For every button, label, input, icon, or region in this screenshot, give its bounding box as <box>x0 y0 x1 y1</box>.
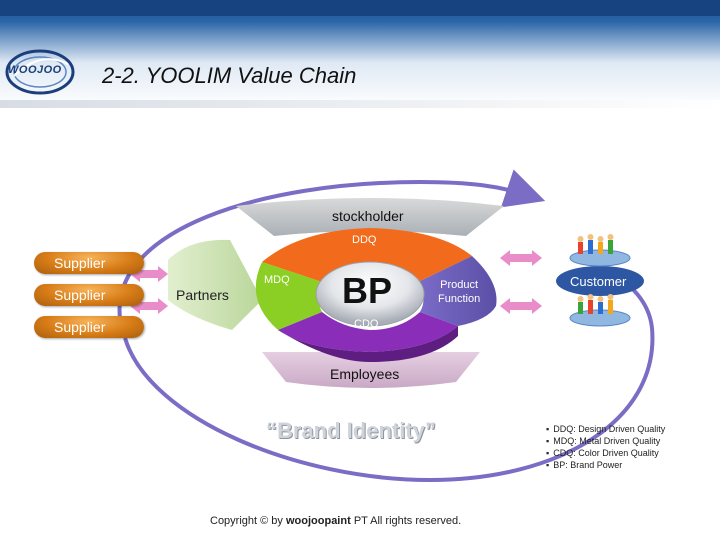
cdq-label: CDQ <box>354 318 378 330</box>
product-function-line1: Product <box>440 279 478 291</box>
copyright-text: Copyright © by woojoopaint PT All rights… <box>210 515 461 527</box>
legend-item-bp: BP: Brand Power <box>546 459 665 471</box>
copyright-company: woojoopaint <box>286 515 351 527</box>
copyright-suffix: PT All rights reserved. <box>354 515 461 527</box>
brand-identity-text: “Brand Identity” <box>266 418 436 444</box>
partners-label: Partners <box>176 287 229 303</box>
partners-shape <box>168 240 262 330</box>
legend-item-ddq: DDQ: Design Driven Quality <box>546 423 665 435</box>
stockholder-label: stockholder <box>332 208 404 224</box>
legend-item-mdq: MDQ: Metal Driven Quality <box>546 435 665 447</box>
bp-label: BP <box>342 270 392 312</box>
product-function-label: Product Function <box>438 278 480 306</box>
ddq-label: DDQ <box>352 234 376 246</box>
supplier-box-1: Supplier <box>34 252 144 274</box>
mdq-label: MDQ <box>264 274 290 286</box>
customer-label: Customer <box>570 274 626 289</box>
copyright-prefix: Copyright © by <box>210 515 283 527</box>
employees-label: Employees <box>330 366 399 382</box>
supplier-box-2: Supplier <box>34 284 144 306</box>
link-arrows-right <box>500 250 542 314</box>
supplier-box-3: Supplier <box>34 316 144 338</box>
product-function-line2: Function <box>438 293 480 305</box>
legend-item-cdq: CDQ: Color Driven Quality <box>546 447 665 459</box>
legend-list: DDQ: Design Driven Quality MDQ: Metal Dr… <box>546 423 665 471</box>
